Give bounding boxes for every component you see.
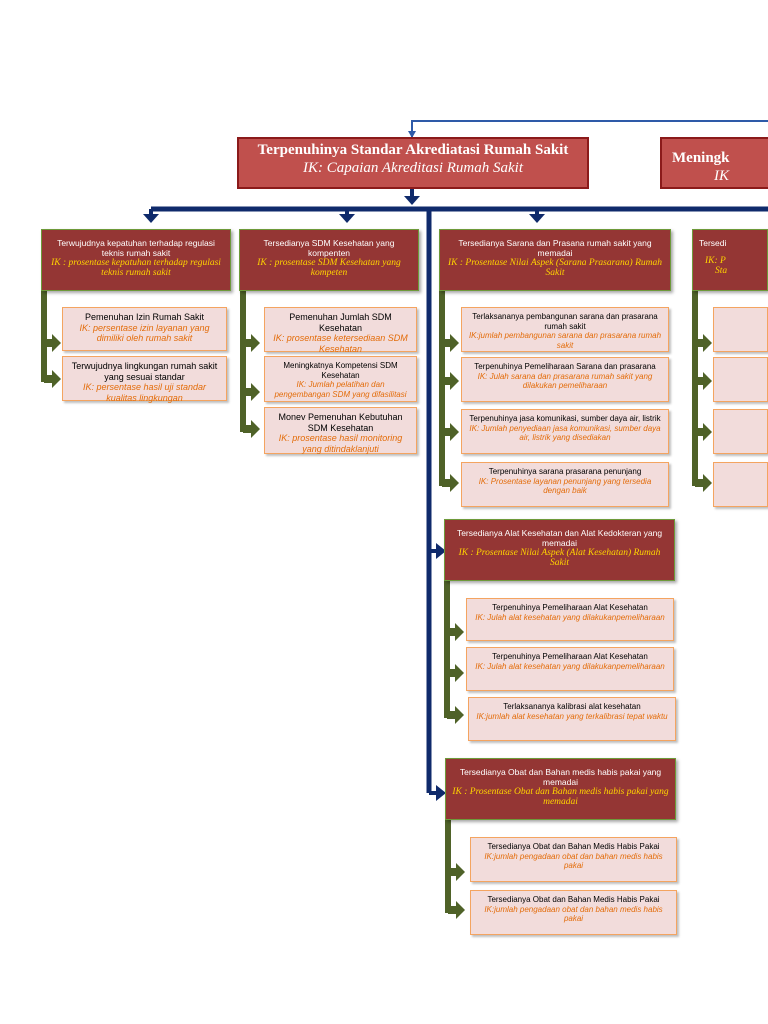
branch-trunk <box>444 581 450 718</box>
branch-trunk <box>692 291 698 486</box>
col3-header-title: Tersedianya Sarana dan Prasana rumah sak… <box>458 238 652 258</box>
alkes-item-1: Terpenuhinya Pemeliharaan Alat Kesehatan… <box>466 598 674 641</box>
branch-trunk <box>445 820 451 913</box>
col3-header-ik: IK : Prosentase Nilai Aspek (Sarana Pras… <box>447 258 662 278</box>
top-right-partial-title: Meningk <box>672 150 730 166</box>
branch-arrow <box>695 372 712 390</box>
branch-arrow <box>243 334 260 352</box>
col1-item-1-title: Pemenuhan Izin Rumah Sakit <box>84 312 205 322</box>
col3-item-2-ik: IK: Julah sarana dan prasarana rumah sak… <box>477 371 653 391</box>
top-right-partial-ik: IK <box>714 168 729 184</box>
col2-header-ik: IK : prosentase SDM Kesehatan yang kompe… <box>257 258 401 278</box>
col2-item-2-ik: IK: Jumlah pelatihan dan pengembangan SD… <box>274 380 407 399</box>
alkes-item-3: Terlaksananya kalibrasi alat kesehatan I… <box>468 697 676 741</box>
alkes-item-1-title: Terpenuhinya Pemeliharaan Alat Kesehatan <box>492 603 648 612</box>
alkes-item-3-ik: IK:jumlah alat kesehatan yang terkalibra… <box>476 711 668 721</box>
alkes-item-3-title: Terlaksananya kalibrasi alat kesehatan <box>503 702 641 711</box>
col3-item-1-title: Terlaksananya pembangunan sarana dan pra… <box>472 312 658 331</box>
obat-header: Tersedianya Obat dan Bahan medis habis p… <box>445 758 676 820</box>
col3-header: Tersedianya Sarana dan Prasana rumah sak… <box>439 229 671 291</box>
top-goal-box: Terpenuhinya Standar Akrediatasi Rumah S… <box>237 137 589 189</box>
col4-item-2-partial <box>713 357 768 402</box>
col1-item-2: Terwujudnya lingkungan rumah sakit yang … <box>62 356 227 403</box>
obat-item-2-ik: IK:jumlah pengadaan obat dan bahan medis… <box>484 904 663 924</box>
obat-item-1-ik: IK:jumlah pengadaan obat dan bahan medis… <box>484 851 663 871</box>
col3-item-2: Terpenuhinya Pemeliharaan Sarana dan pra… <box>461 357 669 402</box>
branch-trunk <box>439 291 445 486</box>
branch-arrow <box>243 383 260 401</box>
col1-header-ik: IK : prosentase kepatuhan terhadap regul… <box>51 258 221 278</box>
branch-arrow <box>695 474 712 492</box>
obat-header-title: Tersedianya Obat dan Bahan medis habis p… <box>459 767 662 787</box>
col3-item-4-title: Terpenuhinya sarana prasarana penunjang <box>488 467 642 476</box>
branch-arrow <box>44 334 61 352</box>
branch-arrow <box>448 863 465 881</box>
alkes-header-ik: IK : Prosentase Nilai Aspek (Alat Keseha… <box>458 548 661 568</box>
branch-arrow <box>442 334 459 352</box>
branch-arrow <box>442 474 459 492</box>
col2-item-2-title: Meningkatnya Kompetensi SDM Kesehatan <box>283 361 398 380</box>
col3-item-1-ik: IK:jumlah pembangunan sarana dan prasara… <box>468 331 662 350</box>
branch-arrow <box>44 370 61 388</box>
branch-arrow <box>695 423 712 441</box>
col4-header-title: Tersedi <box>699 238 727 248</box>
branch-arrow <box>447 706 464 724</box>
col2-item-2: Meningkatnya Kompetensi SDM Kesehatan IK… <box>264 356 417 402</box>
col2-item-3: Monev Pemenuhan Kebutuhan SDM Kesehatan … <box>264 407 417 454</box>
col4-header-ik2: Sta <box>715 266 728 276</box>
col3-item-3-title: Terpenuhinya jasa komunikasi, sumber day… <box>469 414 661 423</box>
col1-item-2-title: Terwujudnya lingkungan rumah sakit yang … <box>71 361 218 382</box>
alkes-item-2: Terpenuhinya Pemeliharaan Alat Kesehatan… <box>466 647 674 691</box>
col4-item-4-partial <box>713 462 768 507</box>
obat-item-2-title: Tersedianya Obat dan Bahan Medis Habis P… <box>487 895 660 904</box>
col1-item-2-ik: IK: persentase hasil uji standar kualita… <box>82 382 207 403</box>
top-goal-right-partial: Meningk IK <box>660 137 768 189</box>
alkes-header: Tersedianya Alat Kesehatan dan Alat Kedo… <box>444 519 675 581</box>
col2-header: Tersedianya SDM Kesehatan yang kompenten… <box>239 229 419 291</box>
col2-item-1: Pemenuhan Jumlah SDM Kesehatan IK: prose… <box>264 307 417 354</box>
alkes-item-2-title: Terpenuhinya Pemeliharaan Alat Kesehatan <box>492 652 648 661</box>
col1-header-title: Terwujudnya kepatuhan terhadap regulasi … <box>57 238 215 258</box>
branch-arrow <box>447 664 464 682</box>
obat-item-2: Tersedianya Obat dan Bahan Medis Habis P… <box>470 890 677 935</box>
obat-item-1: Tersedianya Obat dan Bahan Medis Habis P… <box>470 837 677 882</box>
alkes-header-title: Tersedianya Alat Kesehatan dan Alat Kedo… <box>456 528 663 548</box>
col2-item-3-title: Monev Pemenuhan Kebutuhan SDM Kesehatan <box>278 412 403 433</box>
obat-item-1-title: Tersedianya Obat dan Bahan Medis Habis P… <box>487 842 660 851</box>
alkes-item-2-ik: IK: Julah alat kesehatan yang dilakukanp… <box>475 661 665 671</box>
col3-item-3-ik: IK: Jumlah penyediaan jasa komunikasi, s… <box>469 423 661 443</box>
col4-header-ik: IK: P <box>705 256 726 266</box>
main-connector <box>143 188 768 801</box>
col3-item-4: Terpenuhinya sarana prasarana penunjang … <box>461 462 669 507</box>
branch-connectors <box>41 291 712 919</box>
branch-arrow <box>448 901 465 919</box>
col4-item-1-partial <box>713 307 768 352</box>
branch-arrow <box>447 623 464 641</box>
branch-arrow <box>442 423 459 441</box>
alkes-item-1-ik: IK: Julah alat kesehatan yang dilakukanp… <box>475 612 665 622</box>
col1-item-1: Pemenuhan Izin Rumah Sakit IK: persentas… <box>62 307 227 351</box>
col1-header: Terwujudnya kepatuhan terhadap regulasi … <box>41 229 231 291</box>
col3-item-3: Terpenuhinya jasa komunikasi, sumber day… <box>461 409 669 454</box>
obat-header-ik: IK : Prosentase Obat dan Bahan medis hab… <box>452 787 669 807</box>
branch-arrow <box>243 420 260 438</box>
top-goal-ik: IK: Capaian Akreditasi Rumah Sakit <box>303 160 523 176</box>
top-feed-connector <box>408 120 768 138</box>
branch-arrow <box>695 334 712 352</box>
col3-item-4-ik: IK: Prosentase layanan penunjang yang te… <box>478 476 652 496</box>
col3-item-1: Terlaksananya pembangunan sarana dan pra… <box>461 307 669 352</box>
col4-header-partial: Tersedi IK: P Sta <box>692 229 768 291</box>
col2-item-3-ik: IK: prosentase hasil monitoring yang dit… <box>278 433 403 454</box>
branch-trunk <box>41 291 47 382</box>
col4-item-3-partial <box>713 409 768 454</box>
col3-item-2-title: Terpenuhinya Pemeliharaan Sarana dan pra… <box>474 362 656 371</box>
col2-item-1-title: Pemenuhan Jumlah SDM Kesehatan <box>289 312 392 333</box>
branch-trunk <box>240 291 246 432</box>
col2-header-title: Tersedianya SDM Kesehatan yang kompenten <box>263 238 395 258</box>
col2-item-1-ik: IK: prosentase ketersediaan SDM Kesehata… <box>273 333 408 354</box>
top-goal-title: Terpenuhinya Standar Akrediatasi Rumah S… <box>257 142 569 158</box>
branch-arrow <box>442 372 459 390</box>
col1-item-1-ik: IK: persentase izin layanan yang dimilik… <box>79 322 210 344</box>
